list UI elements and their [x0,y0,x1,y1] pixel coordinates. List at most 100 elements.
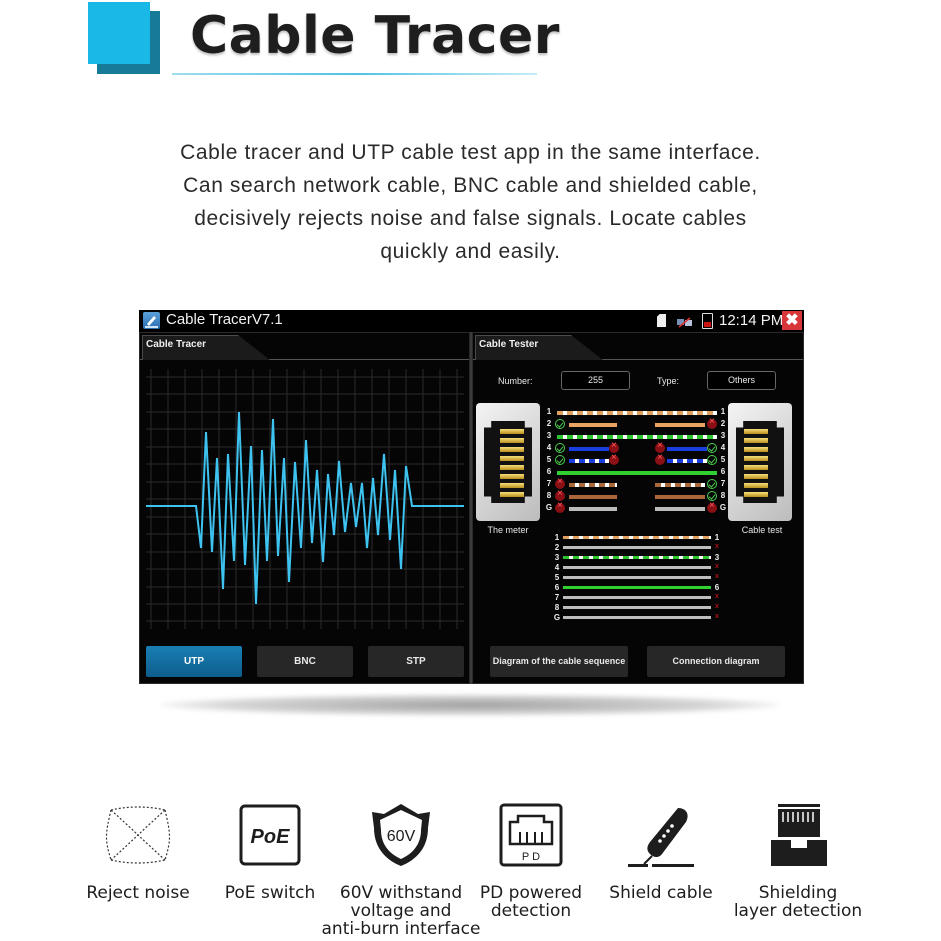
number-field[interactable]: 255 [561,371,630,390]
pin-number: 3 [720,431,726,440]
pin-number: 1 [546,407,552,416]
ok-icon [707,443,717,453]
ok-icon [707,455,717,465]
ok-icon [555,419,565,429]
feature-label-line: Shield cable [609,883,713,903]
connection-diagram-button[interactable]: Connection diagram [647,646,785,677]
seq-right: x [715,593,719,600]
rj45-plug-icon [763,800,833,870]
feature-60v: 60V 60V withstand voltage and anti-burn … [321,800,481,938]
svg-text:P D: P D [522,851,540,863]
battery-icon [702,313,713,329]
wire-2-right [655,423,705,427]
shield-60v-icon: 60V [366,800,436,870]
pin-number: 4 [546,443,552,452]
seq-right: x [715,603,719,610]
seq-wire [563,616,711,619]
pin-number: 7 [546,479,552,488]
pin-number: 4 [720,443,726,452]
cable-tester-panel: Cable Tester Number: 255 Type: Others Th… [472,332,804,684]
feature-shield-cable: Shield cable [581,800,741,902]
fault-icon [555,476,565,489]
pin-number: 8 [546,491,552,500]
pin-number: 5 [720,455,726,464]
header-logo-square [88,2,150,64]
seq-right: 6 [714,583,720,592]
fault-icon [707,416,717,429]
wire-5-right [667,459,707,463]
seq-right: x [715,573,719,580]
tab-cable-tester[interactable] [475,335,603,360]
seq-wire [563,536,711,539]
seq-left: G [553,613,561,622]
seq-left: 1 [554,533,560,542]
tab-strip: Cable Tester [473,333,803,360]
seq-right: x [715,613,719,620]
wire-1 [557,411,717,415]
pin-number: 1 [720,407,726,416]
waveform-display [146,369,464,629]
feature-label-line: Reject noise [86,883,190,903]
description-line: quickly and easily. [380,240,561,263]
seq-wire [563,566,711,569]
device-shadow [160,694,780,716]
cable-tracer-panel: Cable Tracer UTP BNC STP [139,332,470,684]
pin-number: 6 [720,467,726,476]
feature-label-line: layer detection [733,901,863,921]
seq-right: 1 [714,533,720,542]
wire-7-left [569,483,617,487]
tab-cable-tester-label: Cable Tester [479,339,539,350]
type-field[interactable]: Others [707,371,776,390]
utp-button[interactable]: UTP [146,646,242,677]
page-title: Cable Tracer [190,6,560,66]
seq-right: 3 [714,553,720,562]
ok-icon [707,479,717,489]
ok-icon [555,455,565,465]
binary-noise-icon [103,800,173,870]
tracer-probe-icon [626,800,696,870]
seq-right: x [715,543,719,550]
pin-number: 6 [546,467,552,476]
seq-wire [563,556,711,559]
app-icon [143,312,160,329]
feature-label: 60V withstand voltage and anti-burn inte… [321,884,481,938]
title-bar: Cable TracerV7.1 12:14 PM ✖ [139,310,804,331]
feature-pd-detection: P D PD powered detection [451,800,611,920]
description-line: Cable tracer and UTP cable test app in t… [180,141,761,164]
seq-wire [563,576,711,579]
feature-label: PD powered detection [451,884,611,920]
close-button[interactable]: ✖ [782,311,802,330]
cable-sequence-button[interactable]: Diagram of the cable sequence [490,646,628,677]
wire-g-right [655,507,705,511]
fault-icon [707,500,717,513]
clock: 12:14 PM [719,312,784,329]
feature-label: Shielding layer detection [718,884,878,920]
description-line: decisively rejects noise and false signa… [194,207,747,230]
pin-number: 2 [720,419,726,428]
svg-text:60V: 60V [387,828,416,845]
pin-number: 7 [720,479,726,488]
wire-5-left [569,459,609,463]
wire-map: 1 1 2 2 3 3 4 4 5 5 [545,407,727,525]
network-icon [677,315,692,328]
fault-icon [609,440,619,453]
bnc-button[interactable]: BNC [257,646,353,677]
remote-caption: Cable test [741,525,783,535]
stp-button[interactable]: STP [368,646,464,677]
seq-wire [563,546,711,549]
description-line: Can search network cable, BNC cable and … [183,174,758,197]
remote-jack-icon [728,403,792,521]
fault-icon [609,452,619,465]
seq-left: 2 [554,543,560,552]
wire-3 [557,435,717,439]
seq-wire [563,596,711,599]
device-screen: Cable TracerV7.1 12:14 PM ✖ Cable Tracer [139,310,804,684]
panel-divider [470,332,472,684]
pin-number: 5 [546,455,552,464]
fault-icon [555,500,565,513]
wire-8-left [569,495,617,499]
fault-icon [655,440,665,453]
feature-label-line: voltage and [350,901,452,921]
feature-label-line: 60V withstand [339,883,463,903]
feature-label-line: PD powered [479,883,583,903]
